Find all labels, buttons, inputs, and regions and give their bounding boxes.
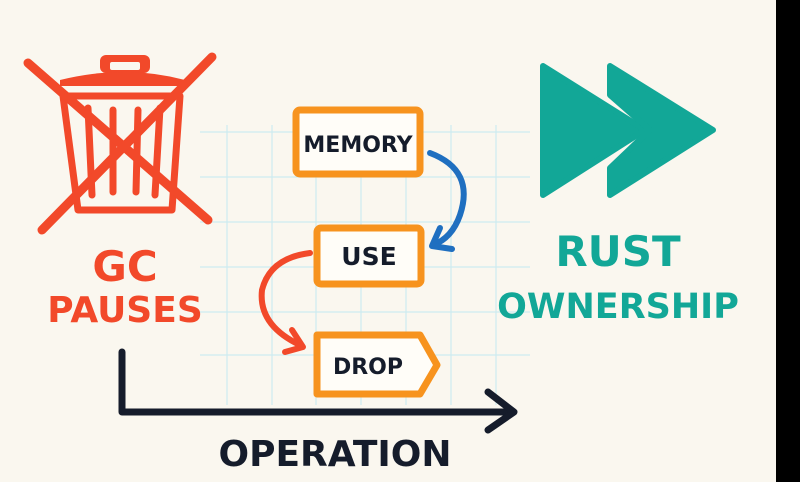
crossed-out-trash-can-icon (23, 52, 217, 235)
memory-label: MEMORY (303, 133, 413, 158)
diagram-canvas: GC PAUSES RUST OWNERSHIP MEMORY USE DROP… (0, 0, 776, 482)
rust-label: RUST (555, 227, 681, 276)
memory-to-use-arrow (427, 150, 467, 252)
gc-label: GC (92, 242, 157, 291)
flow-step-memory: MEMORY (292, 106, 424, 178)
fast-forward-icon (540, 63, 716, 198)
use-label: USE (341, 242, 396, 271)
diagram-svg: GC PAUSES RUST OWNERSHIP MEMORY USE DROP… (23, 52, 739, 475)
flow-step-use: USE (313, 224, 425, 288)
right-black-border (776, 0, 800, 482)
ownership-label: OWNERSHIP (497, 287, 739, 327)
operation-axis (118, 348, 518, 434)
drop-label: DROP (333, 355, 403, 380)
flow-step-drop: DROP (313, 331, 441, 398)
use-to-drop-arrow (258, 250, 313, 355)
pauses-label: PAUSES (47, 290, 203, 331)
axis-label: OPERATION (218, 434, 451, 475)
